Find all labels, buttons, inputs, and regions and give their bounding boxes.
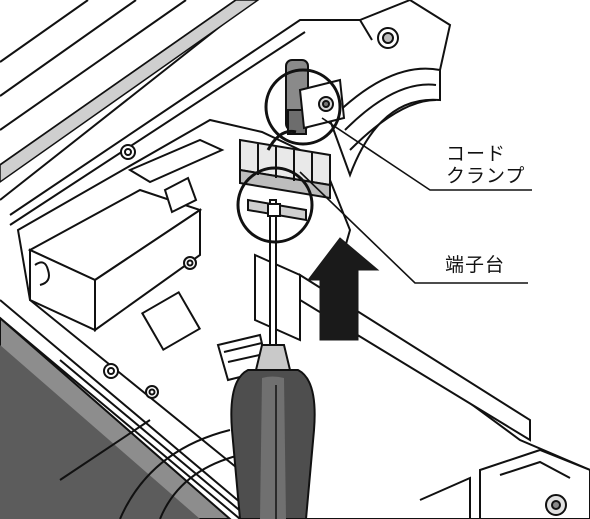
square-cutout — [140, 290, 202, 352]
cord-clamp-label-line2: クランプ — [446, 165, 526, 187]
lower-rim — [59, 419, 241, 519]
fan-duct — [328, 0, 452, 178]
bottom-panel-shade — [0, 345, 200, 519]
cord-clamp-leader — [321, 117, 532, 191]
terminal-callout — [236, 166, 314, 244]
cord-clamp — [266, 59, 346, 151]
terminal-leader — [299, 171, 528, 284]
terminal-block — [239, 138, 331, 200]
cord-clamp-callout — [264, 68, 342, 146]
screw-icon — [377, 27, 399, 49]
terminal-inset — [247, 198, 307, 222]
top-bar — [0, 0, 260, 183]
mount-block — [27, 188, 203, 332]
leader-lines — [299, 117, 532, 284]
cord-clamp-label: コード クランプ — [446, 143, 525, 187]
callout-circles — [236, 68, 342, 244]
side-fitting — [419, 448, 590, 519]
up-arrow-icon — [306, 237, 380, 341]
screwdriver — [230, 199, 316, 519]
terminal-block-label: 端子台 — [445, 254, 506, 276]
bracket — [127, 138, 225, 214]
screw-holes — [103, 144, 197, 399]
cord-clamp-label-line1: コード — [446, 143, 507, 165]
